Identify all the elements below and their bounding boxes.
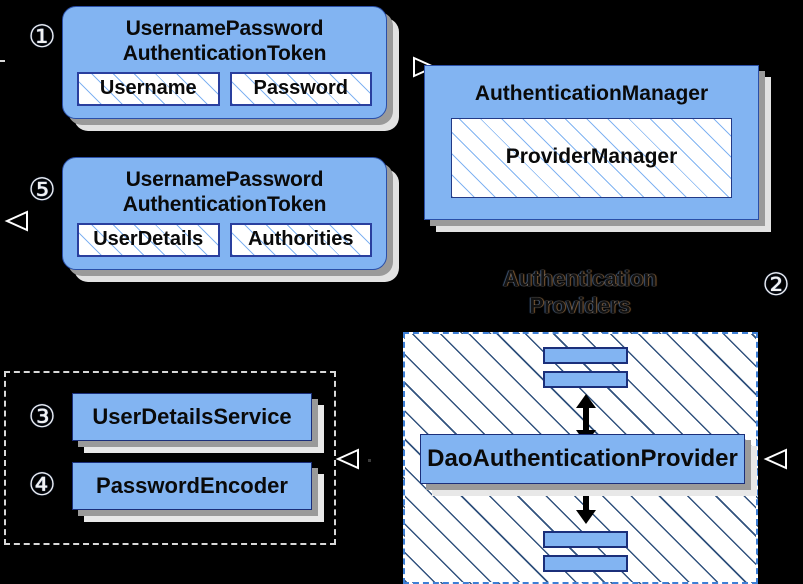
arrowhead-left-providers [763,448,787,470]
card-title-line1: UsernamePassword [125,17,324,40]
marker-5: ⑤ [28,172,56,208]
card-username-password-token-request[interactable]: UsernamePassword AuthenticationToken Use… [62,6,387,119]
arrowhead-left-dependencies [335,448,359,470]
left-edge-dash [0,60,5,62]
marker-4: ④ [28,467,56,503]
marker-3: ③ [28,399,56,435]
card-title-line2: AuthenticationToken [122,193,327,216]
card-title: UsernamePassword AuthenticationToken [63,158,386,217]
card-title-line2: AuthenticationToken [122,42,327,65]
label-line2: Providers [529,293,631,318]
card-user-details-service[interactable]: UserDetailsService [72,393,312,441]
marker-1: ① [28,19,56,55]
label-authentication-providers: Authentication Providers [455,265,705,319]
card-authentication-manager[interactable]: AuthenticationManager ProviderManager [424,65,759,220]
card-slot-row: Username Password [63,66,386,116]
slot-authorities: Authorities [229,223,372,257]
card-password-encoder[interactable]: PasswordEncoder [72,462,312,510]
slot-password: Password [229,72,372,106]
provider-placeholder-bar-bottom-1 [543,531,628,548]
card-title-line1: UsernamePassword [125,168,324,191]
provider-placeholder-bar-top-1 [543,347,628,364]
group-dependencies [4,371,336,545]
slot-username: Username [77,72,220,106]
card-title: AuthenticationManager [474,82,709,105]
label-line1: Authentication [503,266,657,291]
card-dao-authentication-provider[interactable]: DaoAuthenticationProvider [420,434,745,484]
provider-placeholder-bar-top-2 [543,371,628,388]
arrowhead-left-token-result [4,210,28,232]
slot-userdetails: UserDetails [77,223,220,257]
card-slot-row: UserDetails Authorities [63,217,386,267]
card-title: UsernamePassword AuthenticationToken [63,7,386,66]
provider-placeholder-bar-bottom-2 [543,555,628,572]
marker-2: ② [762,267,790,303]
connector-dot [368,459,371,462]
card-username-password-token-result[interactable]: UsernamePassword AuthenticationToken Use… [62,157,387,270]
inner-provider-manager: ProviderManager [451,118,732,198]
